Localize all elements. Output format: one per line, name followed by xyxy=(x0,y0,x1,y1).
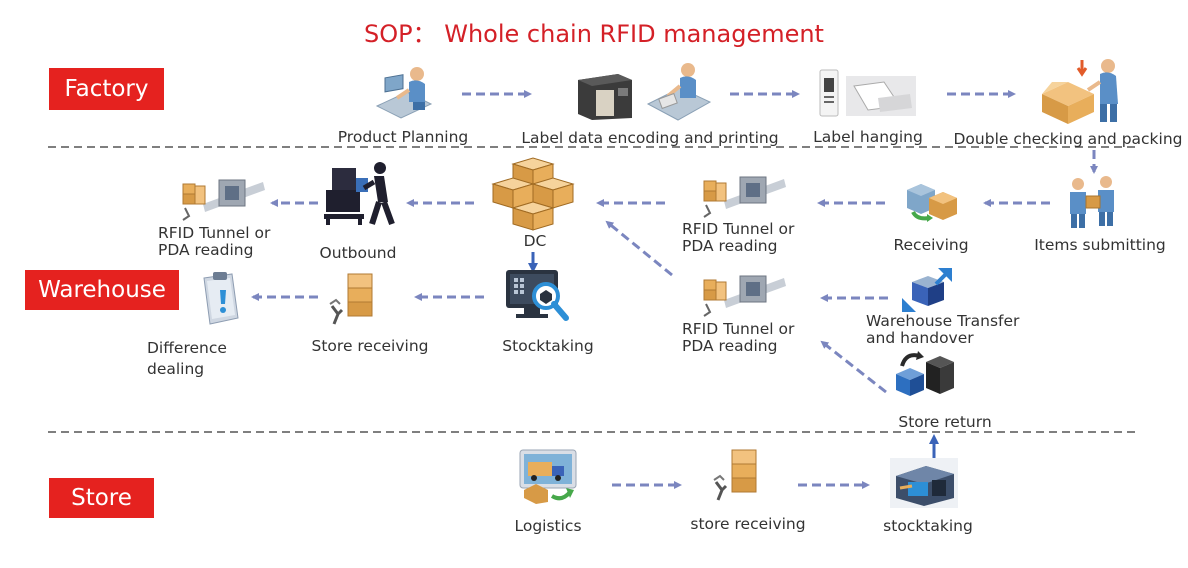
zone-factory: Factory xyxy=(49,68,164,110)
arrow-rfid-to-dc-diagonal xyxy=(605,220,673,277)
label-product-planning: Product Planning xyxy=(337,128,469,146)
label-warehouse-transfer: Warehouse Transfer and handover xyxy=(866,312,1020,347)
zone-store: Store xyxy=(49,478,154,518)
rfid-tunnel-icon-left xyxy=(182,179,265,221)
label-stocktaking-warehouse: Stocktaking xyxy=(502,337,594,355)
label-difference-dealing: Difference dealing xyxy=(147,339,227,378)
label-label-hanging: Label hanging xyxy=(813,128,923,146)
transfer-icon xyxy=(902,268,952,312)
store-return-icon xyxy=(896,351,954,396)
label-rfid-tunnel-2: RFID Tunnel or PDA reading xyxy=(158,224,271,259)
label-store-receiving: store receiving xyxy=(690,515,806,533)
label-store-return: Store return xyxy=(898,413,992,431)
label-rfid-tunnel-1: RFID Tunnel or PDA reading xyxy=(682,220,795,255)
receiving-icon xyxy=(907,184,957,222)
planning-person-icon xyxy=(375,67,433,119)
printer-icon xyxy=(578,74,632,120)
label-label-encoding: Label data encoding and printing xyxy=(521,129,779,147)
label-items-submitting: Items submitting xyxy=(1034,236,1166,254)
label-logistics: Logistics xyxy=(514,517,582,535)
arrow-return-to-rfid xyxy=(820,340,887,394)
store-receiving-icon-wh xyxy=(329,273,373,325)
items-submitting-icon xyxy=(1070,176,1114,228)
label-outbound: Outbound xyxy=(319,244,397,262)
packing-person-icon xyxy=(1042,59,1118,124)
zone-warehouse: Warehouse xyxy=(25,270,179,310)
page-title: SOP： Whole chain RFID management xyxy=(364,20,824,48)
dc-warehouse-icon xyxy=(491,157,575,231)
store-receiving-icon xyxy=(713,449,757,501)
label-rfid-tunnel-3: RFID Tunnel or PDA reading xyxy=(682,320,795,355)
label-stocktaking-store: stocktaking xyxy=(883,517,973,535)
rfid-tunnel-icon-1 xyxy=(703,176,786,218)
outbound-icon xyxy=(324,162,395,226)
label-double-checking: Double checking and packing xyxy=(953,130,1183,148)
clipboard-icon xyxy=(203,272,239,325)
store-stocktaking-icon xyxy=(890,458,958,508)
label-receiving: Receiving xyxy=(893,236,969,254)
label-tag-icon xyxy=(819,69,916,117)
encoding-person-icon xyxy=(646,63,712,121)
label-dc: DC xyxy=(523,232,547,250)
rfid-tunnel-icon-3 xyxy=(703,275,786,317)
stocktaking-monitor-icon xyxy=(506,270,569,321)
label-store-receiving-warehouse: Store receiving xyxy=(311,337,429,355)
logistics-icon xyxy=(519,449,577,504)
